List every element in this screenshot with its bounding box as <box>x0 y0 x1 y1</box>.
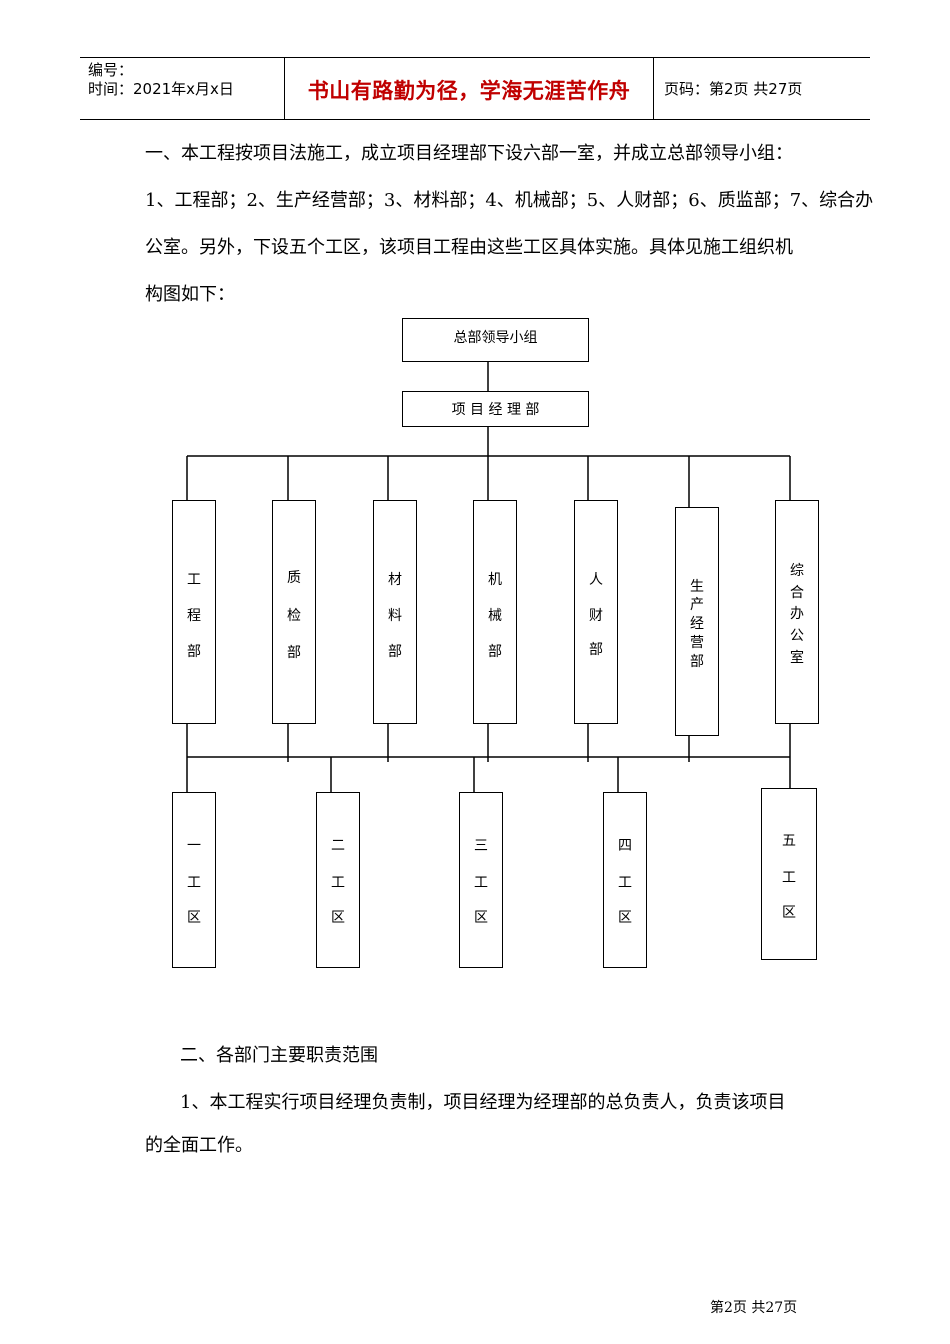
section2-heading: 二、各部门主要职责范围 <box>180 1045 378 1066</box>
area-char: 五 <box>782 833 796 849</box>
area-box: 三 工 区 <box>459 792 503 968</box>
area-char: 工 <box>474 875 488 891</box>
area-char: 区 <box>782 905 796 921</box>
intro-line-3: 公室。另外，下设五个工区，该项目工程由这些工区具体实施。具体见施工组织机 <box>145 237 793 258</box>
header-page-cell: 页码：第2页 共27页 <box>654 58 870 119</box>
motto: 书山有路勤为径，学海无涯苦作舟 <box>307 79 631 103</box>
dept-box: 生 产 经 营 部 <box>675 507 719 736</box>
dept-char: 部 <box>187 644 201 660</box>
dept-char: 产 <box>690 597 704 613</box>
page-header: 编号： 时间：2021年x月x日 书山有路勤为径，学海无涯苦作舟 页码：第2页 … <box>80 57 870 120</box>
dept-char: 室 <box>790 650 804 666</box>
org-box-label: 总部领导小组 <box>453 330 538 346</box>
dept-char: 营 <box>690 635 704 651</box>
dept-char: 检 <box>287 608 301 624</box>
area-char: 区 <box>187 910 201 926</box>
header-motto-cell: 书山有路勤为径，学海无涯苦作舟 <box>285 58 654 119</box>
area-char: 四 <box>618 838 632 854</box>
section2-p1-line1: 1、本工程实行项目经理负责制，项目经理为经理部的总负责人，负责该项目 <box>180 1092 786 1113</box>
dept-char: 机 <box>488 572 502 588</box>
dept-char: 部 <box>488 644 502 660</box>
dept-char: 生 <box>690 579 704 595</box>
area-char: 区 <box>331 910 345 926</box>
dept-char: 部 <box>287 645 301 661</box>
page-label: 页码：第2页 共27页 <box>664 80 803 98</box>
area-char: 工 <box>331 875 345 891</box>
org-box-label: 项 目 经 理 部 <box>451 402 540 418</box>
area-char: 三 <box>474 838 488 854</box>
area-box: 二 工 区 <box>316 792 360 968</box>
dept-char: 部 <box>589 642 603 658</box>
dept-char: 工 <box>187 572 201 588</box>
area-box: 一 工 区 <box>172 792 216 968</box>
dept-char: 械 <box>488 608 502 624</box>
dept-char: 公 <box>790 628 804 644</box>
area-char: 区 <box>474 910 488 926</box>
dept-char: 程 <box>187 608 201 624</box>
dept-char: 合 <box>790 585 804 601</box>
area-char: 一 <box>187 838 201 854</box>
dept-char: 综 <box>790 563 804 579</box>
dept-box: 机 械 部 <box>473 500 517 724</box>
page-footer: 第2页 共27页 <box>710 1300 798 1316</box>
area-char: 工 <box>187 875 201 891</box>
dept-char: 经 <box>690 616 704 632</box>
dept-char: 部 <box>690 654 704 670</box>
dept-box: 质 检 部 <box>272 500 316 724</box>
org-box-headquarters: 总部领导小组 <box>402 318 589 362</box>
dept-char: 人 <box>589 572 603 588</box>
number-label: 编号： <box>88 61 134 79</box>
dept-char: 办 <box>790 606 804 622</box>
area-char: 区 <box>618 910 632 926</box>
area-box: 五 工 区 <box>761 788 817 960</box>
dept-box: 材 料 部 <box>373 500 417 724</box>
dept-char: 料 <box>388 608 402 624</box>
area-char: 工 <box>782 870 796 886</box>
dept-char: 材 <box>388 572 402 588</box>
dept-char: 部 <box>388 644 402 660</box>
dept-char: 质 <box>287 570 301 586</box>
dept-box: 人 财 部 <box>574 500 618 724</box>
org-box-project-manager: 项 目 经 理 部 <box>402 391 589 427</box>
header-info-cell: 编号： 时间：2021年x月x日 <box>80 58 285 119</box>
intro-line-4: 构图如下： <box>145 284 235 305</box>
dept-box: 综 合 办 公 室 <box>775 500 819 724</box>
intro-line-2: 1、工程部；2、生产经营部；3、材料部；4、机械部；5、人财部；6、质监部；7、… <box>145 190 874 211</box>
intro-line-1: 一、本工程按项目法施工，成立项目经理部下设六部一室，并成立总部领导小组： <box>145 143 793 164</box>
dept-box: 工 程 部 <box>172 500 216 724</box>
area-box: 四 工 区 <box>603 792 647 968</box>
section2-p1-line2: 的全面工作。 <box>145 1135 253 1156</box>
dept-char: 财 <box>589 608 603 624</box>
area-char: 工 <box>618 875 632 891</box>
time-label: 时间：2021年x月x日 <box>88 80 234 98</box>
area-char: 二 <box>331 838 345 854</box>
